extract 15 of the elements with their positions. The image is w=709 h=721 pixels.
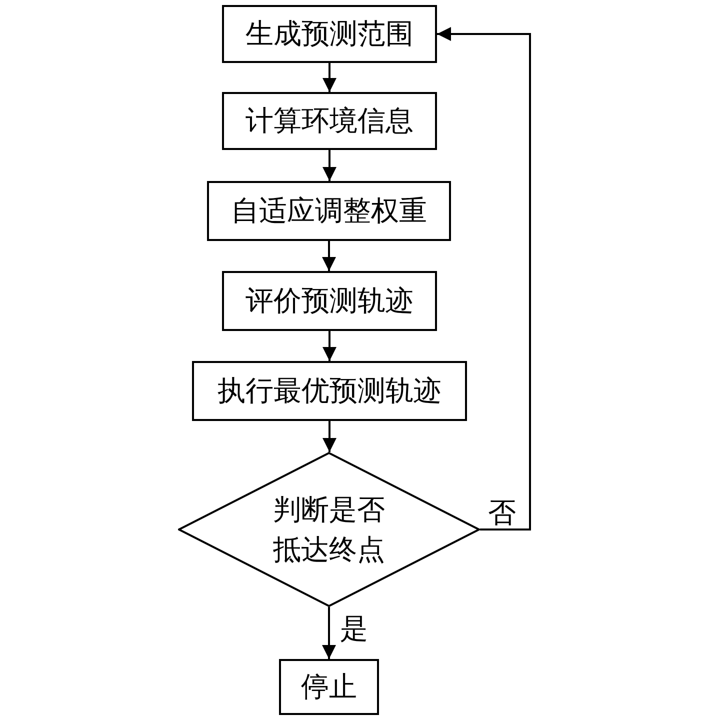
process-box: 计算环境信息	[222, 92, 437, 150]
process-box: 评价预测轨迹	[222, 271, 437, 331]
arrow	[322, 421, 336, 452]
arrow	[322, 63, 336, 92]
arrow	[437, 27, 531, 530]
process-box: 生成预测范围	[222, 5, 437, 63]
process-box: 执行最优预测轨迹	[192, 361, 467, 421]
arrow	[322, 331, 336, 361]
process-box: 停止	[279, 659, 379, 715]
arrow	[322, 241, 336, 271]
arrow	[322, 607, 336, 659]
process-box: 自适应调整权重	[207, 181, 451, 241]
edge-label: 否	[486, 498, 518, 528]
decision-diamond: 判断是否抵达终点	[178, 452, 480, 607]
arrow	[322, 150, 336, 181]
